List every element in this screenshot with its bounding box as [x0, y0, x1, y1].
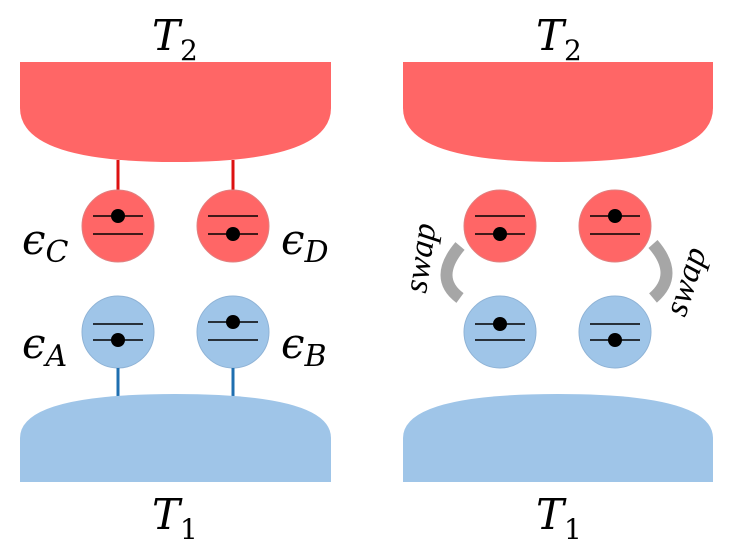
right-electron-hot-left [493, 227, 507, 241]
label-epsilon-b: ϵB [281, 319, 327, 374]
electron-b [226, 315, 240, 329]
right-electron-cold-right [608, 333, 622, 347]
right-dot-cold-right [578, 295, 652, 369]
dot-a [81, 295, 155, 369]
left-cold-reservoir [20, 394, 331, 482]
right-hot-reservoir [403, 62, 713, 162]
right-dot-hot-left [463, 189, 537, 263]
left-top-reservoir-label: T2 [152, 11, 198, 67]
label-epsilon-d: ϵD [281, 215, 329, 270]
right-cold-reservoir [403, 394, 713, 482]
right-electron-hot-right [608, 209, 622, 223]
swap-arc-right [648, 240, 673, 303]
right-dot-hot-right [578, 189, 652, 263]
left-bottom-reservoir-label: T1 [152, 490, 198, 546]
electron-a [111, 333, 125, 347]
right-bottom-reservoir-label: T1 [536, 490, 582, 546]
electron-c [111, 209, 125, 223]
label-epsilon-c: ϵC [22, 215, 69, 270]
left-hot-reservoir [20, 62, 331, 162]
electron-d [226, 227, 240, 241]
swap-label-left: swap [397, 221, 443, 295]
right-dot-cold-left [463, 295, 537, 369]
dot-c [81, 189, 155, 263]
right-top-reservoir-label: T2 [536, 11, 582, 67]
swap-arc-left [440, 242, 465, 303]
dot-b [196, 295, 270, 369]
dot-d [196, 189, 270, 263]
right-electron-cold-left [493, 317, 507, 331]
label-epsilon-a: ϵA [22, 319, 67, 374]
right-panel: T2 [397, 11, 714, 546]
left-panel: T2 [20, 11, 331, 546]
